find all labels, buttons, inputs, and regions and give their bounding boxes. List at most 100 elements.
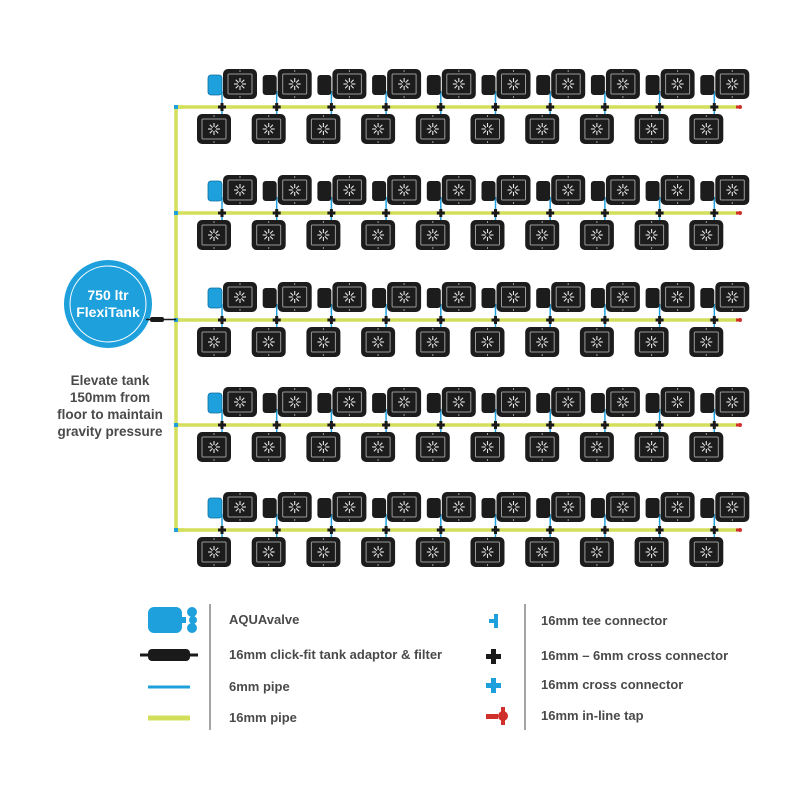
plant-icon <box>317 123 330 135</box>
pot-rim <box>256 118 282 140</box>
petal <box>592 124 596 128</box>
pot-body <box>415 327 450 357</box>
pot-unit <box>700 387 750 417</box>
petal <box>488 553 493 557</box>
petal <box>618 502 622 506</box>
petal <box>563 298 568 302</box>
petal <box>508 397 513 401</box>
plant-icon <box>398 396 411 408</box>
petal <box>399 191 404 195</box>
petal <box>264 130 268 134</box>
pot-body <box>277 282 312 312</box>
petal <box>350 191 355 195</box>
petal <box>652 343 657 347</box>
pot-body <box>715 492 750 522</box>
pot-body <box>361 114 396 144</box>
pot-body <box>660 69 695 99</box>
cross-connector <box>218 318 226 322</box>
petal <box>454 85 458 89</box>
petal <box>209 236 213 240</box>
pot-body <box>251 537 286 567</box>
cross-connector <box>655 211 664 215</box>
pot-unit <box>689 327 724 357</box>
petal <box>459 403 464 407</box>
petal <box>290 191 294 195</box>
petal <box>646 448 651 452</box>
plant-icon <box>726 396 739 408</box>
petal <box>727 298 732 302</box>
petal <box>707 236 711 240</box>
petal <box>543 553 547 557</box>
pot-unit <box>415 537 450 567</box>
pot-rim <box>719 286 745 308</box>
pot-unit <box>525 327 560 357</box>
inline-tap-handle <box>738 105 742 109</box>
pot-unit <box>579 432 614 462</box>
pot-body <box>415 537 450 567</box>
valve-housing <box>645 75 660 95</box>
pot-unit <box>306 432 341 462</box>
petal <box>482 236 487 240</box>
plant-icon <box>288 291 301 303</box>
pot-rim <box>282 179 308 201</box>
petal <box>618 397 622 401</box>
petal <box>399 403 404 407</box>
pot-rim <box>501 179 526 201</box>
cross-connector <box>436 528 445 532</box>
cross-connector <box>272 211 281 215</box>
plant-icon <box>426 336 439 348</box>
plant-icon <box>507 184 520 196</box>
pot-body <box>223 69 257 99</box>
pot-body <box>689 327 724 357</box>
petal <box>399 508 404 512</box>
plant-icon <box>645 123 658 135</box>
petal <box>623 502 628 506</box>
petal <box>399 85 404 89</box>
petal <box>597 553 602 557</box>
plant-icon <box>452 291 465 303</box>
plant-icon <box>317 336 330 348</box>
petal <box>543 230 547 234</box>
pot-unit <box>197 537 231 567</box>
pot-body <box>634 327 669 357</box>
petal <box>597 343 602 347</box>
pot-unit <box>525 114 560 144</box>
petal <box>428 343 432 347</box>
petal <box>514 191 519 195</box>
petal <box>707 343 711 347</box>
pot-body <box>277 69 312 99</box>
pot-body <box>496 69 531 99</box>
pot-body <box>660 387 695 417</box>
plant-icon <box>208 336 220 348</box>
pot-rim <box>282 73 308 95</box>
petal <box>652 448 657 452</box>
plant-icon <box>671 78 684 90</box>
petal <box>241 397 245 401</box>
pot-rim <box>201 541 227 563</box>
petal <box>428 124 432 128</box>
pot-rim <box>555 496 581 518</box>
pot-unit <box>579 220 614 250</box>
flexitank <box>64 260 176 348</box>
pipe-row <box>174 197 742 229</box>
cross-connector <box>710 105 719 109</box>
petal <box>508 85 513 89</box>
petal <box>459 185 464 189</box>
pot-unit <box>317 69 367 99</box>
petal <box>672 502 677 506</box>
petal <box>209 448 213 452</box>
petal <box>563 292 568 296</box>
petal <box>543 130 547 134</box>
petal <box>264 547 268 551</box>
pot-body <box>525 432 560 462</box>
petal <box>597 442 602 446</box>
petal <box>241 508 245 512</box>
pot-body <box>496 282 531 312</box>
cross-connector <box>655 105 664 109</box>
valve-housing <box>262 181 277 201</box>
pot-unit <box>470 327 505 357</box>
petal <box>399 79 404 83</box>
petal <box>379 124 383 128</box>
petal <box>488 337 493 341</box>
petal <box>295 292 300 296</box>
